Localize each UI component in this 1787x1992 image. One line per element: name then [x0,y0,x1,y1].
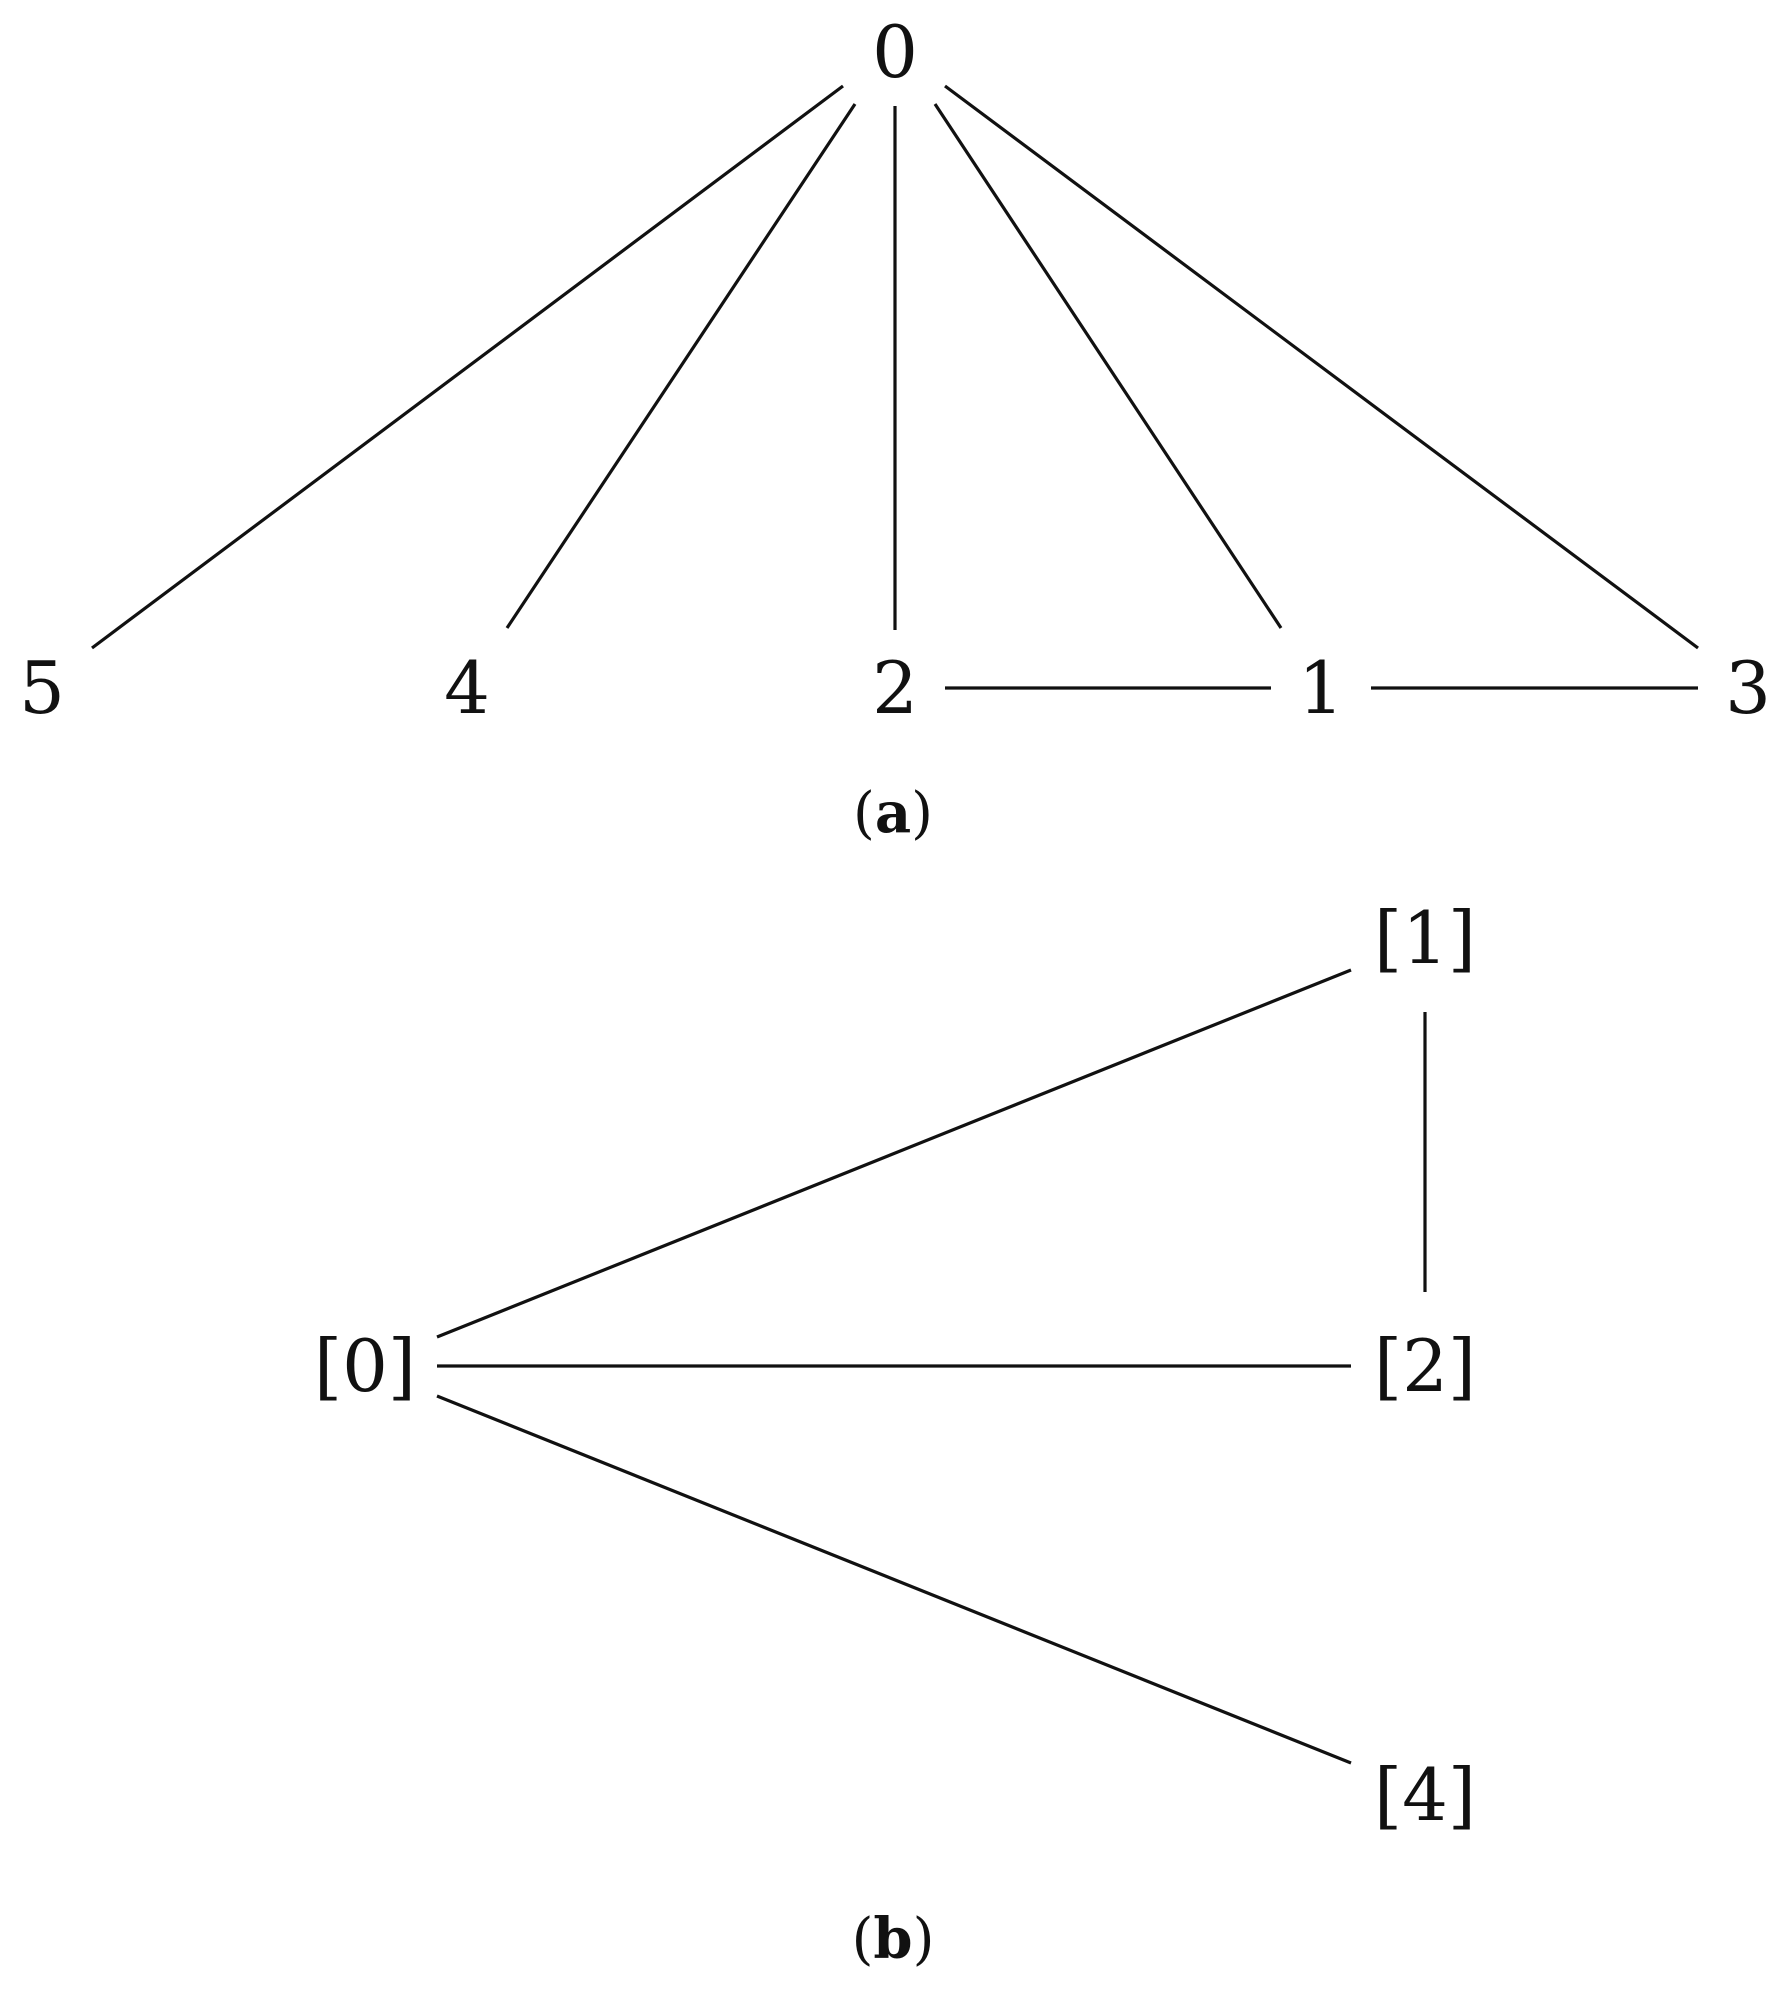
panel-b-nodes: [0] [1] [2] [4] [314,896,1476,1837]
panel-a-nodes: 0 5 4 2 1 3 [19,10,1771,730]
panel-a-caption-letter: a [875,780,911,846]
panel-b-node-b2: [2] [1374,1324,1476,1408]
panel-a-edge-0-3 [944,84,1699,650]
panel-b-caption: (b) [852,1906,935,1972]
panel-a-caption-close: ) [911,781,933,846]
panel-a-edges [91,84,1699,690]
panel-b-caption-close: ) [913,1907,935,1972]
panel-b-edge-b0-b4 [436,1394,1352,1765]
panel-a-node-2: 2 [872,646,918,730]
panel-b-node-b0: [0] [314,1324,416,1408]
panel-b-node-b4: [4] [1374,1753,1476,1837]
panel-a-node-5: 5 [19,646,65,730]
panel-a-edge-0-1 [933,103,1283,629]
panel-b-edges [436,968,1427,1765]
panel-b-caption-letter: b [873,1906,912,1972]
panel-a-node-1: 1 [1298,646,1344,730]
panel-a-node-3: 3 [1725,646,1771,730]
panel-a-caption-open: ( [853,781,875,846]
panel-a-node-0: 0 [872,10,918,94]
panel-a: 0 5 4 2 1 3 (a) [19,10,1771,846]
panel-b-edge-b0-b1 [436,968,1352,1339]
panel-b: [0] [1] [2] [4] (b) [314,896,1476,1972]
panel-a-node-4: 4 [444,646,490,730]
panel-b-caption-open: ( [852,1907,874,1972]
panel-a-edge-0-4 [505,103,857,629]
panel-a-edge-0-5 [91,84,844,650]
panel-a-caption: (a) [853,780,933,846]
panel-b-node-b1: [1] [1374,896,1476,980]
